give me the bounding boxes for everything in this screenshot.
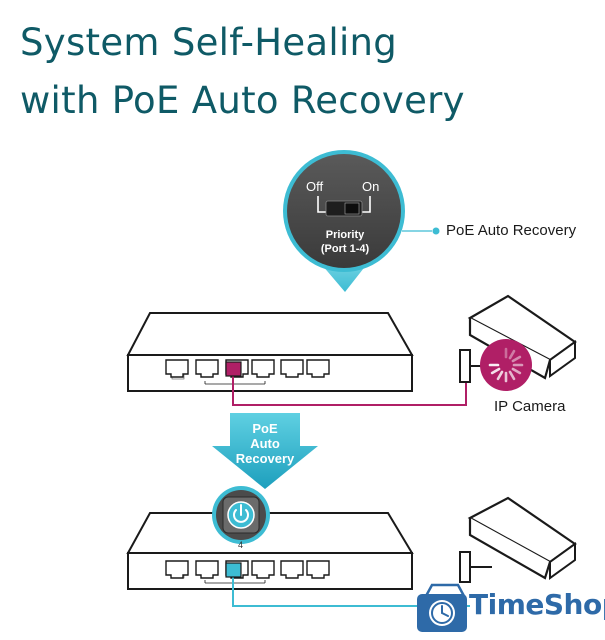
recovered-cable	[232, 573, 470, 607]
priority-switch-callout	[283, 150, 405, 292]
faulted-cable	[232, 372, 467, 406]
switch-before	[126, 312, 414, 392]
ethernet-port	[306, 359, 330, 378]
dip-switch-toggle	[344, 202, 360, 215]
ip-camera-label: IP Camera	[494, 398, 566, 415]
title-line-1: System Self-Healing	[20, 21, 398, 64]
priority-label: Priority	[325, 229, 365, 241]
priority-caption: Priority (Port 1-4)	[300, 228, 390, 256]
callout-leader-dot	[432, 227, 440, 235]
clock-icon	[429, 600, 455, 626]
poe-auto-recovery-label: PoE Auto Recovery	[446, 222, 577, 239]
port-number-label: 4	[238, 540, 244, 550]
spinner-tick	[508, 370, 516, 381]
diagram-title: System Self-Healing with PoE Auto Recove…	[20, 14, 600, 130]
recovery-power-icon	[233, 504, 249, 523]
ethernet-port	[251, 359, 275, 378]
ethernet-port	[165, 359, 189, 378]
recovery-arrow	[212, 413, 318, 489]
spinner-tick	[508, 349, 516, 360]
recovered-port	[225, 562, 242, 578]
faulted-port	[225, 361, 242, 377]
watermark-brand: TimeShop	[469, 588, 605, 621]
title-line-2: with PoE Auto Recovery	[20, 79, 465, 122]
recovery-button-callout	[212, 486, 270, 544]
arrow-line-1: PoE	[252, 421, 278, 436]
arrow-line-3: Recovery	[235, 451, 295, 466]
ethernet-port	[306, 560, 330, 579]
spinner-tick	[490, 367, 501, 375]
ethernet-port	[195, 560, 219, 579]
arrow-line-2: Auto	[250, 436, 280, 451]
spinner-tick	[496, 370, 504, 381]
port-range-label: (Port 1-4)	[320, 243, 370, 255]
spinner-tick	[511, 355, 522, 363]
ethernet-port	[165, 560, 189, 579]
ethernet-port	[280, 560, 304, 579]
ethernet-port	[280, 359, 304, 378]
ip-camera-icon-after	[459, 496, 577, 583]
off-label: Off	[306, 179, 324, 194]
spinner-tick	[511, 367, 522, 375]
ethernet-port	[195, 359, 219, 378]
on-label: On	[362, 179, 380, 194]
ports-after	[165, 560, 330, 579]
arrow-caption: PoE Auto Recovery	[228, 421, 302, 466]
ethernet-port	[251, 560, 275, 579]
camera-fault-indicator	[480, 339, 532, 391]
